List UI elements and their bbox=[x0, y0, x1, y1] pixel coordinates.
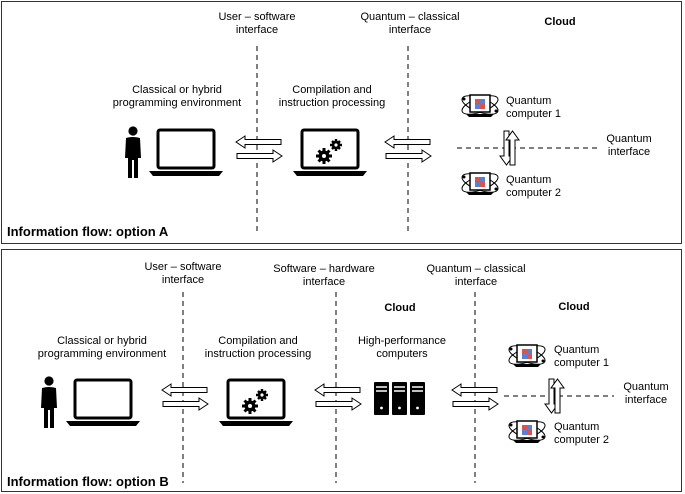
quantum-computer-icon bbox=[460, 91, 500, 123]
quantum-computer-icon bbox=[460, 169, 500, 201]
panel-b-title: Information flow: option B bbox=[7, 474, 169, 489]
quantum-computer-1-label: Quantum computer 1 bbox=[554, 344, 610, 369]
double-arrow-icon bbox=[235, 135, 283, 163]
quantum-classical-interface-label: Quantum – classical interface bbox=[426, 263, 526, 288]
user-software-interface-label: User – software interface bbox=[144, 261, 222, 286]
panel-a-dividers bbox=[256, 46, 597, 234]
gears-laptop-icon bbox=[217, 378, 295, 428]
compilation-label: Compilation and instruction processing bbox=[278, 84, 386, 109]
panel-a-title: Information flow: option A bbox=[7, 224, 169, 239]
user-software-interface-label: User – software interface bbox=[218, 11, 296, 36]
laptop-icon bbox=[147, 128, 225, 178]
classical-env-label: Classical or hybrid programming environm… bbox=[112, 84, 242, 109]
software-hardware-interface-label: Software – hardware interface bbox=[273, 263, 375, 288]
double-arrow-icon bbox=[384, 135, 432, 163]
classical-env-label: Classical or hybrid programming environm… bbox=[37, 335, 167, 360]
double-arrow-icon bbox=[451, 383, 499, 411]
panel-option-a: User – software interface Quantum – clas… bbox=[1, 1, 682, 244]
person-icon bbox=[122, 126, 144, 180]
gears-laptop-icon bbox=[291, 128, 369, 178]
server-rack-icon bbox=[372, 380, 428, 416]
quantum-classical-interface-label: Quantum – classical interface bbox=[360, 11, 460, 36]
quantum-interface-label: Quantum interface bbox=[623, 381, 669, 406]
quantum-computer-2-label: Quantum computer 2 bbox=[506, 174, 562, 199]
quantum-computer-icon bbox=[507, 341, 547, 373]
cloud-hpc-label: Cloud bbox=[384, 302, 416, 314]
panel-option-b: User – software interface Software – har… bbox=[1, 249, 682, 492]
double-arrow-icon bbox=[314, 383, 362, 411]
double-arrow-icon bbox=[161, 383, 209, 411]
person-icon bbox=[38, 376, 60, 430]
quantum-computer-icon bbox=[507, 417, 547, 449]
hpc-label: High-performance computers bbox=[357, 335, 447, 360]
compilation-label: Compilation and instruction processing bbox=[204, 335, 312, 360]
cloud-label: Cloud bbox=[544, 16, 576, 28]
double-arrow-icon bbox=[543, 378, 565, 414]
quantum-computer-1-label: Quantum computer 1 bbox=[506, 95, 562, 120]
quantum-computer-2-label: Quantum computer 2 bbox=[554, 421, 610, 446]
laptop-icon bbox=[64, 378, 142, 428]
cloud-qc-label: Cloud bbox=[558, 301, 590, 313]
double-arrow-icon bbox=[498, 130, 520, 166]
quantum-interface-label: Quantum interface bbox=[606, 133, 652, 158]
